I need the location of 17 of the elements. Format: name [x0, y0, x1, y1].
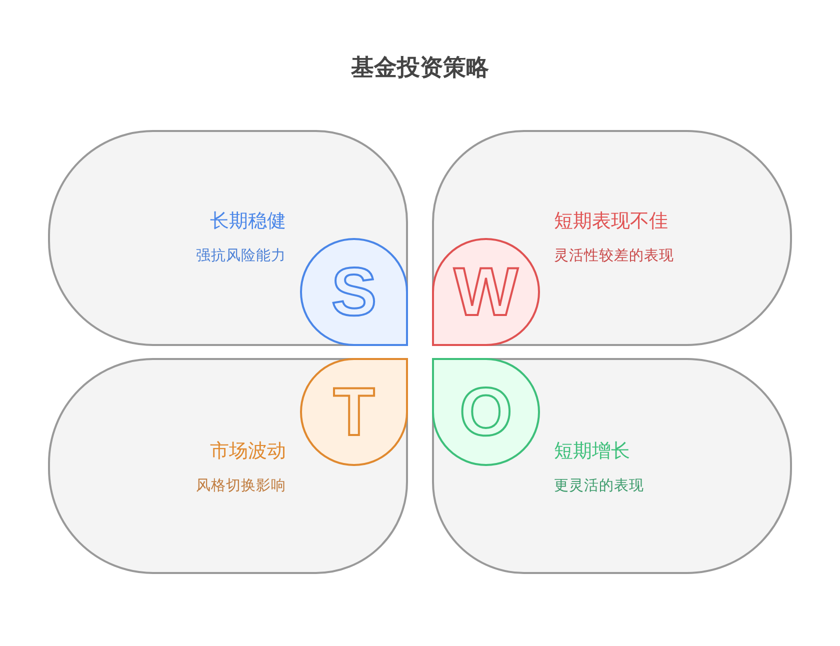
quadrant-card [432, 358, 792, 574]
card-description: 风格切换影响 [196, 477, 286, 496]
letter-badge: T [300, 358, 408, 466]
card-heading: 长期稳健 [210, 210, 286, 234]
quadrant-card [48, 130, 408, 346]
letter-badge: W [432, 238, 540, 346]
quadrant-card [48, 358, 408, 574]
card-description: 强抗风险能力 [196, 247, 286, 266]
letter-badge: O [432, 358, 540, 466]
card-heading: 短期表现不佳 [554, 210, 668, 234]
card-description: 灵活性较差的表现 [554, 247, 674, 266]
quadrant-card [432, 130, 792, 346]
card-heading: 市场波动 [210, 440, 286, 464]
diagram-title: 基金投资策略 [350, 53, 490, 82]
card-description: 更灵活的表现 [554, 477, 644, 496]
card-heading: 短期增长 [554, 440, 630, 464]
letter-badge: S [300, 238, 408, 346]
